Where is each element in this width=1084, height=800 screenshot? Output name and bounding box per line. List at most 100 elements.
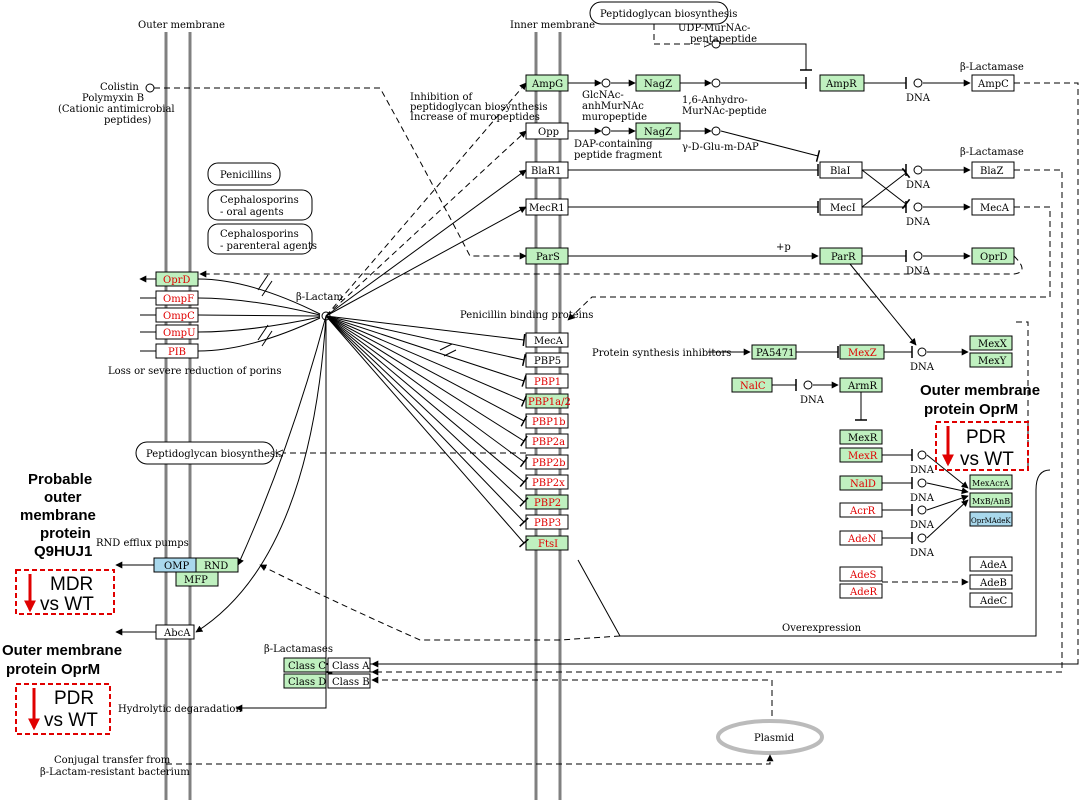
nalc-dna-node[interactable]: [803, 380, 813, 390]
inhibition-label-3: Increase of muropeptides: [410, 112, 540, 123]
annotation-oprm-left-title-1: Outer membrane: [2, 642, 122, 659]
edge-bl-mecr1: [325, 206, 527, 317]
adeb-node[interactable]: [969, 574, 1013, 590]
colistin-label-4: peptides): [104, 115, 151, 126]
edge-dna-mexab-3: [926, 494, 969, 511]
adec-node[interactable]: [969, 592, 1013, 608]
edge-slash-3: [257, 324, 269, 341]
nald-dna-node[interactable]: [917, 478, 927, 488]
annotation-q9huj1-text-2: vs WT: [40, 594, 94, 615]
meci-dna-node[interactable]: [913, 202, 923, 212]
udp-compound[interactable]: [711, 39, 721, 49]
overexpression-label: Overexpression: [782, 623, 862, 634]
gdglu-compound[interactable]: [711, 126, 721, 136]
mexab-node[interactable]: [969, 474, 1013, 490]
edge-conjugal-plasmid: [166, 754, 774, 765]
dap-compound[interactable]: [601, 126, 611, 136]
blar1-label: BlaR1: [531, 166, 561, 177]
annotation-oprm-right-text-1: PDR: [966, 427, 1006, 448]
pbp1a2-label: PBP1a/2: [528, 397, 571, 408]
oprmadk-node[interactable]: [969, 511, 1013, 527]
annotation-q9huj1-box: [15, 569, 115, 615]
penicillins-label: Penicillins: [220, 170, 272, 181]
class-c-label: Class C: [288, 661, 326, 672]
nagz-label-1: NagZ: [644, 79, 672, 90]
dna-label-6: DNA: [800, 395, 825, 406]
meci-label: MecI: [830, 203, 856, 214]
pbp-group: MecA PBP5 PBP1 PBP1a/2 PBP1b PBP2a PBP2b…: [525, 332, 571, 551]
adea-label: AdeA: [979, 560, 1008, 571]
mecr1-label: MecR1: [529, 203, 565, 214]
pbp3-label: PBP3: [534, 518, 561, 529]
annotation-oprm-left-text-1: PDR: [54, 688, 94, 709]
ampc-label: AmpC: [977, 79, 1009, 90]
class-b-node[interactable]: [327, 673, 371, 689]
pbp1-label: PBP1: [534, 377, 561, 388]
edge-dna-mexab-4: [926, 499, 969, 539]
blai-label: BlaI: [830, 166, 851, 177]
glcnac-compound[interactable]: [601, 78, 611, 88]
edge-overexpression: [577, 469, 1051, 637]
peptidoglycan-top-label: Peptidoglycan biosynthesis: [600, 9, 737, 20]
mexr-green-node[interactable]: [839, 429, 883, 445]
plasmid-label: Plasmid: [754, 733, 795, 744]
pbp2a-label: PBP2a: [532, 437, 565, 448]
annotation-oprm-left-title-2: protein OprM: [6, 661, 100, 678]
colistin-label-3: (Cationic antimicrobial: [58, 104, 175, 115]
blai-dna-node[interactable]: [913, 165, 923, 175]
mfp-node[interactable]: [175, 571, 219, 587]
mexx-node[interactable]: [969, 335, 1013, 351]
ampr-label: AmpR: [825, 79, 857, 90]
annotation-oprm-right-title-1: Outer membrane: [920, 382, 1040, 399]
edge-bl-blar1: [325, 169, 527, 317]
anhydro-label-2: MurNAc-peptide: [682, 106, 767, 117]
pib-label: PIB: [168, 347, 186, 358]
dna-label-8: DNA: [910, 493, 935, 504]
ades-node[interactable]: [839, 566, 883, 582]
anhydro-compound[interactable]: [711, 78, 721, 88]
dna-label-1: DNA: [906, 93, 931, 104]
peptidoglycan-biosynthesis-left[interactable]: [135, 441, 275, 465]
mexab-label: MexAcrA: [972, 479, 1010, 488]
dap-label-2: peptide fragment: [574, 150, 662, 161]
parr-dna-node[interactable]: [913, 251, 923, 261]
acrr-dna-node[interactable]: [917, 505, 927, 515]
ampr-dna-node[interactable]: [913, 78, 923, 88]
colistin-label-1: Colistin: [100, 82, 139, 93]
ader-node[interactable]: [839, 583, 883, 599]
porins-group: OprD OmpF OmpC OmpU PIB: [155, 271, 199, 359]
penicillins-box[interactable]: [207, 162, 281, 186]
adea-node[interactable]: [969, 556, 1013, 572]
udp-label-2: pentapeptide: [690, 34, 757, 45]
ompf-label: OmpF: [163, 294, 194, 305]
glcnac-label-3: muropeptide: [582, 112, 647, 123]
beta-lactam-to-pbp-edges: [325, 315, 530, 548]
edge-slash-2: [261, 280, 273, 297]
class-a-label: Class A: [332, 661, 370, 672]
plasmid-node[interactable]: [716, 719, 824, 755]
mexr-dna-node[interactable]: [917, 450, 927, 460]
meca-label: MecA: [534, 336, 564, 347]
cephalosporins-oral-box[interactable]: [207, 189, 313, 221]
ceph-par-label-2: - parenteral agents: [220, 241, 317, 252]
edge-pg-udp: [653, 24, 711, 44]
ampg-label: AmpG: [531, 79, 563, 90]
mexz-dna-node[interactable]: [917, 347, 927, 357]
annotation-oprm-right-text-2: vs WT: [960, 449, 1014, 470]
class-a-node[interactable]: [327, 657, 371, 673]
dna-label-5: DNA: [910, 362, 935, 373]
protein-synth-label: Protein synthesis inhibitors: [592, 348, 731, 359]
outer-membrane: [164, 32, 192, 800]
peptidoglycan-biosynthesis-top[interactable]: [589, 1, 729, 25]
mexy-node[interactable]: [969, 352, 1013, 368]
colistin-compound[interactable]: [145, 83, 155, 93]
cephalosporins-parenteral-box[interactable]: [207, 223, 313, 255]
aden-dna-node[interactable]: [917, 533, 927, 543]
meca-node[interactable]: [525, 332, 569, 348]
annotation-q9huj1-text-1: MDR: [50, 574, 93, 595]
anhydro-label-1: 1,6-Anhydro-: [682, 95, 748, 106]
mexbab-node[interactable]: [969, 492, 1013, 508]
beta-lactamase-label-2: β-Lactamase: [960, 147, 1024, 158]
abca-label: AbcA: [163, 628, 191, 639]
parr-label: ParR: [831, 252, 856, 263]
